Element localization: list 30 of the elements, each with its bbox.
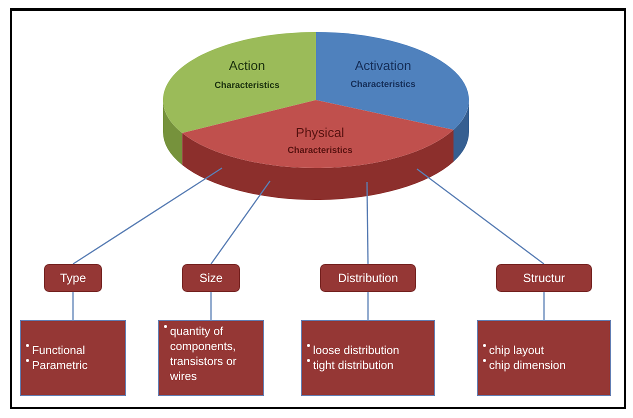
category-box: Structur — [496, 264, 592, 292]
connector-line — [72, 292, 74, 320]
bullet-item: chip layout — [489, 344, 544, 359]
slice-title: Activation — [354, 58, 412, 73]
bullet-item: quantity of components, transistors or wires — [170, 325, 238, 385]
detail-box — [477, 320, 611, 396]
slice-subtitle: Characteristics — [214, 80, 280, 90]
connector-line — [416, 168, 544, 265]
slice-title: Physical — [296, 125, 344, 140]
detail-box — [301, 320, 435, 396]
detail-box — [158, 320, 264, 396]
slice-subtitle: Characteristics — [350, 79, 416, 89]
connector-line — [367, 292, 369, 320]
bullet-item: Parametric — [32, 359, 88, 374]
bullet-item: Functional — [32, 344, 86, 359]
category-box: Size — [182, 264, 240, 292]
bullet-item: chip dimension — [489, 359, 566, 374]
category-box: Type — [44, 264, 102, 292]
connector-line — [72, 167, 222, 265]
pie-slice — [182, 100, 454, 200]
bullet-item: tight distribution — [313, 359, 394, 374]
slice-title: Action — [228, 58, 266, 73]
connector-line — [366, 182, 369, 264]
connector-line — [210, 292, 212, 320]
connector-line — [543, 292, 545, 320]
bullet-item: loose distribution — [313, 344, 400, 359]
category-box: Distribution — [320, 264, 416, 292]
connector-line — [210, 180, 271, 264]
slice-subtitle: Characteristics — [287, 145, 353, 155]
detail-box — [20, 320, 126, 396]
